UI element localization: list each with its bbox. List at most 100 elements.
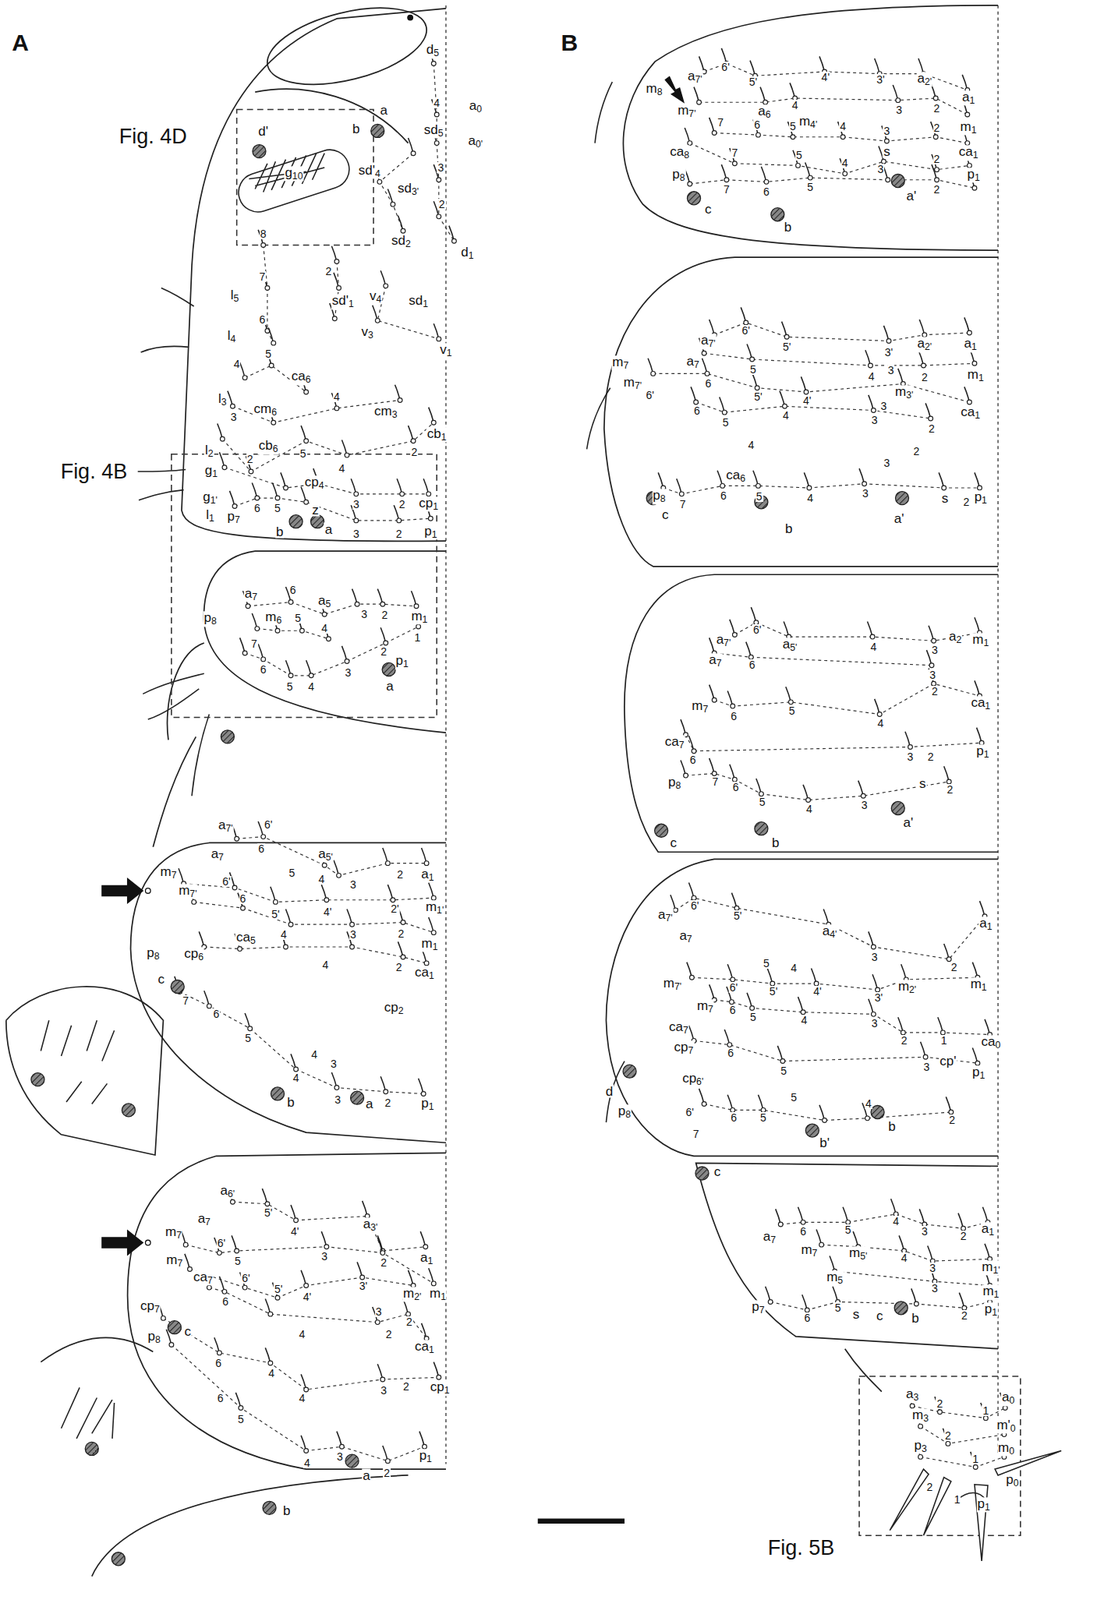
panel-letter: A xyxy=(10,31,30,55)
lateral-setae xyxy=(191,714,209,797)
chaeta-number: 2 xyxy=(379,1257,388,1269)
chaeta-label: m7 xyxy=(799,1243,818,1259)
chaeta-number: 2 xyxy=(944,1430,952,1442)
chaeta-label: m7 xyxy=(165,1253,184,1269)
chaeta-number: 2 xyxy=(936,1398,945,1410)
chaeta-label: cp' xyxy=(938,1054,957,1069)
chaetal-row xyxy=(377,286,439,340)
chaeta-number: 5 xyxy=(244,1033,252,1044)
chaeta-number: 4 xyxy=(233,358,241,370)
chaeta-label: a xyxy=(324,523,333,537)
chaeta-number: 6 xyxy=(289,584,298,596)
chaeta-number: 3 xyxy=(930,1283,939,1295)
chaeta-number: 6' xyxy=(263,819,273,831)
chaeta-label: sd'1 xyxy=(331,294,355,310)
chaeta-label: b xyxy=(887,1119,896,1133)
body-outline xyxy=(259,0,435,100)
chaeta-number: 5 xyxy=(806,181,814,193)
chaeta-label: sd5 xyxy=(423,123,445,139)
chaeta-number: 4 xyxy=(322,959,330,971)
chaeta-label: c xyxy=(661,507,670,521)
chaeta-number: 4' xyxy=(302,1291,312,1303)
chaeta-label: ca1 xyxy=(959,405,981,421)
chaeta-number: 3 xyxy=(352,498,361,510)
chaeta-number: 1 xyxy=(953,1494,962,1506)
chaeta-label: ca1 xyxy=(969,696,991,712)
chaeta-label: d xyxy=(605,1085,614,1099)
body-outline xyxy=(167,643,205,740)
chaeta-number: 3 xyxy=(375,1306,383,1318)
chaetal-row xyxy=(835,1271,991,1286)
chaeta-number: 5 xyxy=(273,502,282,514)
chaeta-number: 7 xyxy=(258,271,266,283)
chaeta-number: 3 xyxy=(877,163,885,175)
chaeta-label: a6' xyxy=(219,1184,237,1200)
chaeta-number: 5 xyxy=(788,705,797,717)
chaeta-label: p8 xyxy=(617,1104,632,1120)
chaeta-label: a0 xyxy=(468,99,483,115)
chaeta-number: 1 xyxy=(981,1405,990,1417)
chaeta-number: 3 xyxy=(870,1018,879,1030)
chaeta-number: 2 xyxy=(395,962,404,974)
chaeta-label: p1 xyxy=(975,744,990,760)
chaeta-label: a5' xyxy=(317,847,334,863)
trichobothrium-socket xyxy=(31,1073,45,1087)
chaetal-row xyxy=(204,947,427,964)
chaeta-label: m0 xyxy=(997,1441,1016,1457)
chaeta-label: a xyxy=(361,1468,371,1483)
chaeta-label: p3 xyxy=(912,1439,928,1455)
trichobothrium-socket xyxy=(121,1104,135,1118)
figure-reference: Fig. 5B xyxy=(767,1537,836,1559)
chaeta-number: 3 xyxy=(887,364,896,376)
chaeta-label: b xyxy=(771,836,780,850)
chaeta-label: ca1 xyxy=(414,966,436,981)
chaeta-number: 3 xyxy=(329,1058,338,1070)
trichobothrium-socket xyxy=(170,980,185,995)
chaeta-number: 3 xyxy=(336,1451,344,1463)
chaeta-number: 4 xyxy=(806,492,814,504)
chaeta-number: 2 xyxy=(912,445,921,457)
chaeta-number: 6 xyxy=(257,843,266,855)
pointer-arrow xyxy=(102,878,143,903)
chaeta-label: b xyxy=(783,219,793,234)
chaetal-row xyxy=(920,1426,1005,1444)
chaeta-label: ca7 xyxy=(664,735,686,751)
chaeta-label: ca6 xyxy=(725,469,747,485)
chaeta-number: 4 xyxy=(867,371,876,383)
chaeta-label: cp6 xyxy=(183,947,205,963)
chaetal-row xyxy=(185,1245,434,1285)
chaeta-label: p1 xyxy=(976,1497,991,1513)
chaeta-label: a1 xyxy=(963,337,978,353)
chaeta-number: 5' xyxy=(273,1284,284,1296)
chaetal-row xyxy=(208,1288,427,1339)
chaeta-label: l4 xyxy=(226,329,238,344)
postantennal-organ xyxy=(248,153,325,193)
chaeta-number: 4 xyxy=(799,1015,808,1027)
chaeta-label: a7' xyxy=(715,633,733,648)
body-outline xyxy=(845,1349,882,1393)
chaeta-label: a2' xyxy=(916,337,933,353)
trichobothrium-socket xyxy=(891,174,905,188)
chaeta-number: 6 xyxy=(214,1358,223,1370)
chaeta-number: 6 xyxy=(216,1393,225,1405)
chaeta-label: a6 xyxy=(757,104,772,120)
chaeta-number: 6 xyxy=(693,405,701,417)
chaeta-label: d1 xyxy=(460,245,475,261)
midline xyxy=(445,5,446,1466)
chaeta-number: 6 xyxy=(259,664,268,676)
lateral-setae xyxy=(61,1387,115,1439)
chaeta-label: a1 xyxy=(961,90,976,106)
midline xyxy=(997,5,998,1455)
chaeta-number: 3 xyxy=(230,411,238,423)
chaetal-row xyxy=(704,353,975,366)
pointer-arrow xyxy=(145,1240,152,1246)
chaetal-row xyxy=(686,773,950,800)
chaeta-number: 2 xyxy=(950,962,959,974)
chaeta-label: a xyxy=(378,103,388,117)
chaeta-number: 4 xyxy=(838,120,847,132)
chaeta-number: 2 xyxy=(379,646,388,658)
lateral-setae xyxy=(138,469,187,472)
chaeta-label: v3 xyxy=(360,325,375,340)
chaeta-number: 6 xyxy=(726,1047,735,1059)
